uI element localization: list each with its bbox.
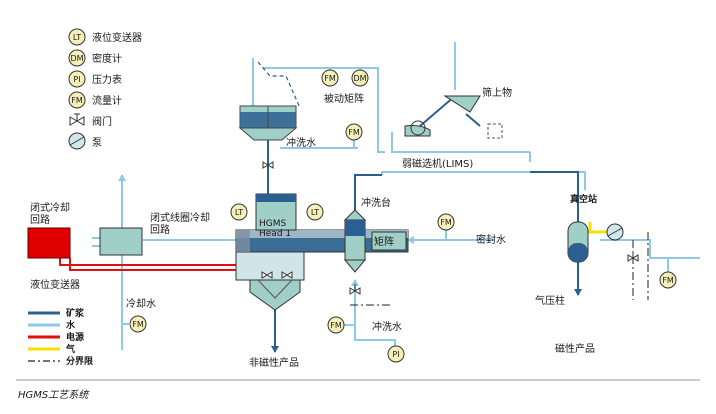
instrument-fm-passive: FM (321, 69, 339, 87)
flush-water-2-label: 冲洗水 (372, 320, 402, 333)
legend-lt-row: LT 液位变送器 (68, 28, 142, 46)
water-lines (92, 42, 700, 350)
legend-pi-abbr: PI (73, 75, 80, 84)
air-line (588, 222, 608, 234)
instrument-fm-vacuum: FM (659, 271, 677, 289)
pump-icon (68, 132, 86, 150)
fm-flush1-tag: FM (348, 128, 360, 137)
dm-symbol-icon (68, 49, 86, 67)
legend-pi-label: 压力表 (92, 73, 122, 86)
hgms-head-label: HGMS Head 1 (259, 219, 291, 239)
valve-flush-2-icon (349, 284, 361, 295)
legend-lt-label: 液位变送器 (92, 31, 142, 44)
boundary-lines (350, 232, 649, 306)
vacuum-station-label: 真空站 (570, 193, 597, 205)
hgms-head-label-line2: Head 1 (259, 229, 291, 239)
matrix-box (371, 231, 407, 251)
legend-fm-label: 流量计 (92, 94, 122, 107)
legend-dm-label: 密度计 (92, 52, 122, 65)
valve-icon (69, 113, 85, 126)
legend-lt-abbr: LT (73, 33, 81, 42)
fm-seal-tag: FM (440, 218, 452, 227)
instrument-fm-seal: FM (437, 213, 455, 231)
closed-cooling-loop-label-line1: 闭式冷却 (30, 201, 70, 214)
instrument-dm-passive: DM (351, 69, 369, 87)
legend-pump-row: 泵 (68, 132, 102, 150)
dm-passive-tag: DM (353, 74, 366, 83)
coil-cooling-loop-label-line2: 回路 (150, 223, 170, 236)
instrument-fm-flush2: FM (327, 316, 345, 334)
lims-separator (404, 120, 431, 137)
flush-water-1-label: 冲洗水 (286, 136, 316, 149)
legend-line-label: 水 (66, 319, 76, 331)
head-valve-left-icon (261, 271, 273, 279)
oversize-label: 筛上物 (482, 86, 512, 99)
flush-table-unit (343, 209, 367, 273)
fm-flush2-tag: FM (330, 321, 342, 330)
pi-symbol-icon (68, 70, 86, 88)
screen (443, 95, 503, 139)
magnetic-label: 磁性产品 (555, 342, 595, 355)
legend-dm-row: DM 密度计 (68, 49, 122, 67)
legend-line-label: 分界限 (66, 355, 94, 367)
top-dashed-line (257, 61, 301, 109)
closed-cooling-loop-label: 闭式冷却 回路 (30, 201, 73, 226)
valve-flush-1-icon (262, 161, 274, 169)
closed-cooling-loop-unit (27, 227, 71, 259)
coil-cooling-loop-label: 闭式线圈冷却 回路 (150, 211, 213, 236)
flush-table-label: 冲洗台 (361, 196, 391, 209)
figure-caption: HGMS工艺系统 (18, 389, 90, 401)
fm-symbol-icon (68, 91, 86, 109)
instrument-lt-right: LT (306, 203, 324, 221)
legend-fm-row: FM 流量计 (68, 91, 122, 109)
coil-cooling-loop-label-line1: 闭式线圈冷却 (150, 211, 210, 224)
seal-water-label: 密封水 (476, 233, 506, 246)
fm-passive-tag: FM (324, 74, 336, 83)
vacuum-pump-icon (606, 223, 624, 241)
pi-flush2-tag: PI (392, 350, 399, 359)
legend-valve-label: 阀门 (92, 115, 112, 128)
closed-cooling-loop-label-line2: 回路 (30, 213, 50, 226)
hgms-head-label-line1: HGMS (259, 219, 287, 229)
barometric-leg-label: 气压柱 (535, 294, 565, 307)
vacuum-station-tank (567, 221, 589, 263)
legend-pi-row: PI 压力表 (68, 70, 122, 88)
fm-vacuum-tag: FM (662, 276, 674, 285)
legend-valve-row: 阀门 (69, 113, 112, 128)
lt-symbol-icon (68, 28, 86, 46)
lt-left-tag: LT (235, 208, 243, 217)
legend-top: LT 液位变送器 DM 密度计 PI 压力表 FM 流量计 阀门 (68, 28, 142, 150)
legend-line-label: 矿浆 (66, 307, 85, 319)
lt-right-tag: LT (311, 208, 319, 217)
instrument-lt-left: LT (230, 203, 248, 221)
distributor-tank (238, 105, 298, 141)
passive-matrix-label: 被动矩阵 (324, 92, 364, 105)
instrument-fm-flush1: FM (345, 123, 363, 141)
valve-vacuum-outlet-icon (627, 251, 639, 262)
legend-line-label: 气 (65, 343, 75, 355)
coil-cooling-loop-unit (99, 227, 143, 256)
legend-dm-abbr: DM (70, 54, 83, 63)
cooling-water-label: 冷却水 (126, 297, 156, 310)
instrument-pi-flush2: PI (387, 345, 405, 363)
slurry-lines (267, 95, 582, 353)
legend-line-label: 电源 (66, 331, 84, 343)
level-transmitter-label: 液位变送器 (30, 278, 80, 291)
legend-fm-abbr: FM (71, 96, 83, 105)
non-magnetic-label: 非磁性产品 (249, 356, 299, 369)
legend-pump-label: 泵 (92, 137, 102, 149)
lims-label: 弱磁选机(LIMS) (402, 157, 473, 170)
matrix-label: 矩阵 (374, 235, 394, 248)
instrument-fm-cooling: FM (129, 315, 147, 333)
fm-cooling-tag: FM (132, 320, 144, 329)
head-valve-right-icon (281, 271, 293, 279)
